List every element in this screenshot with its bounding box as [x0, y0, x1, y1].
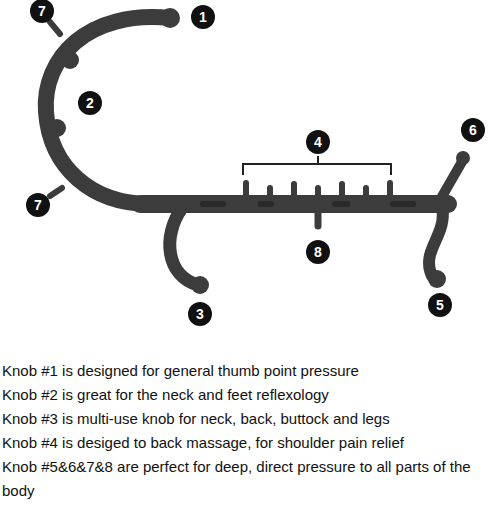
callout-number: 3: [188, 302, 212, 326]
description-text: Knob #3 is multi-use knob for neck, back…: [2, 407, 486, 431]
callout-number: 4: [314, 134, 322, 150]
callout-circle: [461, 118, 485, 142]
callout-number: 6: [469, 122, 477, 138]
callout-number: 2: [86, 95, 94, 111]
callout-number: 7: [26, 193, 50, 217]
callout-number: 5: [436, 297, 444, 313]
callout-number: 2: [78, 91, 102, 115]
knob-balls: [48, 8, 470, 294]
callout-number: 4: [306, 130, 330, 154]
callout-number: 7: [38, 3, 46, 19]
callout-number: 7: [34, 197, 42, 213]
callout-circle: [306, 130, 330, 154]
description-list: Knob #1 is designed for general thumb po…: [2, 359, 486, 503]
description-text: Knob #1 is designed for general thumb po…: [2, 359, 486, 383]
callout-number: 8: [314, 244, 322, 260]
callout-number: 3: [196, 306, 204, 322]
callout-circle: [30, 0, 54, 23]
callout-number: 8: [306, 240, 330, 264]
description-text: Knob #2 is great for the neck and feet r…: [2, 383, 486, 407]
callout-circle: [188, 302, 212, 326]
callout-circle: [191, 5, 215, 29]
massager-body: [46, 17, 463, 285]
callout-number: 1: [191, 5, 215, 29]
callout-circle: [26, 193, 50, 217]
description-text: Knob #5&6&7&8 are perfect for deep, dire…: [2, 455, 486, 503]
description-text: Knob #4 is desiged to back massage, for …: [2, 431, 486, 455]
callout-circle: [306, 240, 330, 264]
bar-slots: [200, 201, 416, 207]
callout-number: 7: [30, 0, 54, 23]
callout-circle: [78, 91, 102, 115]
callout-number: 5: [428, 293, 452, 317]
callout-number: 6: [461, 118, 485, 142]
callout-number: 1: [199, 9, 207, 25]
callout-circle: [428, 293, 452, 317]
knob-bracket: [243, 156, 391, 175]
